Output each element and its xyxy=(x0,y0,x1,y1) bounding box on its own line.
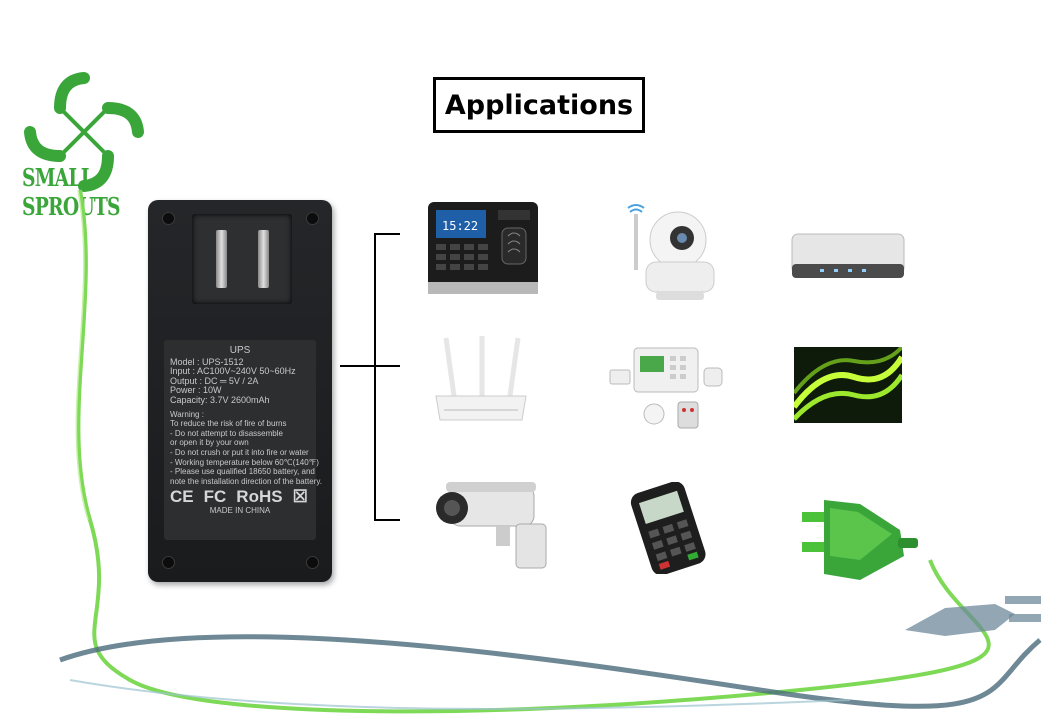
adapter-line: Model : UPS-1512 xyxy=(170,356,244,367)
led-light-strip xyxy=(791,345,905,423)
warning-line: - Please use qualified 18650 battery, an… xyxy=(170,467,315,477)
home-alarm-system xyxy=(608,344,726,430)
logo-text: SMALL SPROUTS xyxy=(22,163,121,221)
warning-line: - Working temperature below 60℃(140℉) xyxy=(170,457,319,467)
rohs-mark: RoHS xyxy=(236,487,283,507)
weee-bin-icon: ☒ xyxy=(292,487,308,507)
cctv-bullet-camera xyxy=(432,480,550,570)
pos-terminal-icon xyxy=(630,481,706,576)
made-in-label: MADE IN CHINA xyxy=(209,505,271,515)
fcc-mark: FC xyxy=(203,487,227,507)
adapter-line: Capacity: 3.7V 2600mAh xyxy=(170,394,270,405)
adapter-line: Power : 10W xyxy=(170,385,222,396)
led-strip-icon xyxy=(791,345,905,421)
screw-icon xyxy=(162,212,175,225)
warning-line: note the installation direction of the b… xyxy=(170,476,322,486)
alarm-system-icon xyxy=(609,347,723,429)
adapter-brand: UPS xyxy=(229,345,251,356)
warning-line: To reduce the risk of fire of burns xyxy=(170,419,287,429)
adapter-line: Output : DC ═ 5V / 2A xyxy=(170,375,259,386)
network-modem-box xyxy=(790,230,906,282)
modem-box-icon xyxy=(791,233,905,278)
ups-power-adapter: UPS Model : UPS-1512 Input : AC100V~240V… xyxy=(148,200,332,582)
adapter-label: UPS Model : UPS-1512 Input : AC100V~240V… xyxy=(164,340,322,540)
bracket-line xyxy=(374,365,400,367)
screw-icon xyxy=(306,212,319,225)
warning-line: or open it by your own xyxy=(170,438,249,448)
fingerprint-terminal-icon: 15:22 xyxy=(428,202,538,294)
page-title: Applications xyxy=(433,77,645,133)
ip-camera-icon xyxy=(627,204,715,300)
fingerprint-terminal: 15:22 xyxy=(428,202,538,294)
wifi-router xyxy=(432,334,530,424)
plug-prong-icon xyxy=(216,230,227,288)
plug-base xyxy=(192,214,292,304)
warning-line: - Do not attempt to disassemble xyxy=(170,428,283,438)
warning-line: Warning : xyxy=(170,409,204,419)
sprouts-logo-icon xyxy=(24,72,144,192)
bracket-line xyxy=(374,233,376,521)
ce-mark: CE xyxy=(170,487,194,507)
pos-payment-terminal xyxy=(618,481,714,576)
screw-icon xyxy=(306,556,319,569)
bracket-line xyxy=(374,519,400,521)
wifi-router-icon xyxy=(435,336,527,421)
cert-marks: CE FC RoHS ☒ xyxy=(170,487,310,507)
wifi-ip-camera xyxy=(620,200,720,304)
bracket-line xyxy=(374,233,400,235)
adapter-line: Input : AC100V~240V 50~60Hz xyxy=(170,366,296,377)
plug-prong-icon xyxy=(258,230,269,288)
green-plug-icon xyxy=(802,500,918,580)
screw-icon xyxy=(162,556,175,569)
connector-line xyxy=(340,365,376,367)
warning-line: - Do not crush or put it into fire or wa… xyxy=(170,447,309,457)
cctv-camera-icon xyxy=(436,482,547,569)
grey-plug-icon xyxy=(905,596,1041,636)
terminal-screen-text: 15:22 xyxy=(442,219,478,233)
